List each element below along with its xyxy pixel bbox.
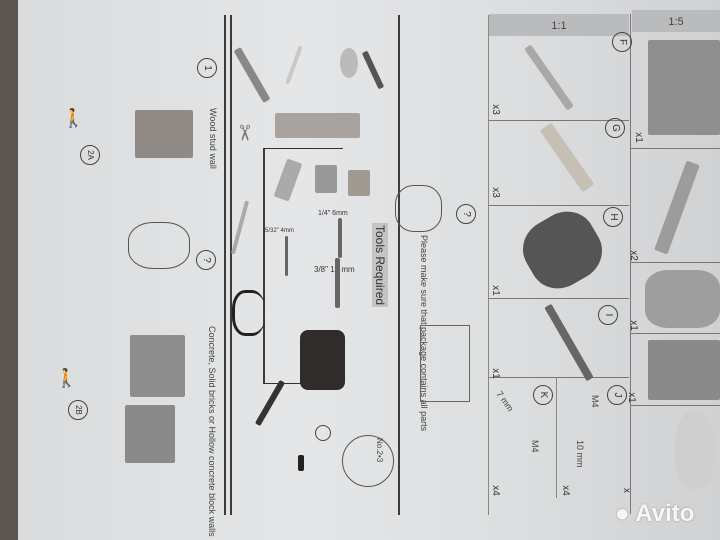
row-divider (489, 120, 629, 121)
power-drill-illustration (300, 330, 345, 390)
part-letter-k: K (533, 385, 553, 405)
brick-illustration (348, 170, 370, 196)
seat-part-illustration (648, 340, 720, 400)
divider (230, 15, 232, 515)
tools-required-title: Tools Required (372, 223, 388, 308)
part-qty: x1 (489, 368, 501, 379)
part-letter-i: I (598, 305, 618, 325)
question-mark: ? (196, 250, 216, 270)
bit-inch: 5/32" (265, 228, 279, 234)
drill-bit-illustration (335, 258, 340, 308)
bit-closeup (342, 435, 394, 487)
tools-box-border (263, 148, 343, 149)
drill-bit-2: 1/4" 6mm (318, 210, 348, 217)
part-letter-j: J (607, 385, 627, 405)
divider (488, 15, 489, 515)
scale-header-1-5: 1:5 (632, 10, 720, 32)
thinking-person-illustration (395, 185, 442, 232)
part-qty: x4 (489, 485, 501, 496)
part-letter-f: F (612, 32, 632, 52)
part-qty: x1 (489, 285, 501, 296)
scissors-icon: ✂ (232, 123, 258, 143)
package-box-illustration (420, 325, 470, 402)
part-note: 10 mm (575, 440, 585, 468)
divider (556, 378, 557, 498)
person-icon: 🚶 (55, 368, 78, 388)
magnifier-icon (315, 425, 331, 441)
tools-box-border (263, 148, 265, 384)
wood-wall-label: Wood stud wall (208, 108, 218, 169)
tools-box-border (263, 383, 333, 384)
part-qty: x3 (489, 104, 501, 115)
cover-part-illustration (675, 410, 715, 490)
hollow-block-illustration (130, 335, 185, 397)
screwdriver-size-label: No.2•3 (375, 438, 384, 463)
divider (630, 14, 631, 514)
row-divider (631, 333, 720, 334)
screwdriver-illustration (298, 455, 304, 471)
row-divider (489, 205, 629, 206)
bit-inch: 1/4" (318, 210, 331, 217)
part-qty: x (621, 488, 632, 493)
confused-person-illustration (128, 222, 190, 269)
part-qty: x1 (625, 392, 637, 403)
bit-mm: 6mm (332, 210, 348, 217)
frame-part-illustration (645, 270, 720, 328)
concrete-wall-label: Concrete, Solid bricks or Hollow concret… (207, 326, 217, 537)
part-note: M4 (530, 440, 540, 453)
drill-bit-illustration (338, 218, 342, 258)
watermark-text: Avito (635, 500, 695, 527)
avito-watermark: ● Avito (615, 500, 695, 527)
row-divider (489, 377, 629, 378)
wood-block-illustration (275, 113, 360, 138)
badge-2a: 2A (80, 145, 100, 165)
awl-illustration (340, 48, 358, 78)
person-icon: 🚶 (62, 108, 85, 128)
question-mark: ? (456, 204, 476, 224)
divider (398, 15, 400, 515)
row-divider (631, 262, 720, 263)
drill-bit-3: 3/8" 10 mm (314, 265, 355, 274)
divider (224, 15, 226, 515)
part-letter-h: H (603, 207, 623, 227)
drill-bit-illustration (285, 236, 288, 276)
step-number: 1 (197, 58, 217, 78)
part-qty: x1 (627, 320, 639, 331)
backrest-part-illustration (648, 40, 720, 135)
row-divider (631, 405, 720, 406)
drill-bit-1: 5/32" 4mm (265, 228, 294, 234)
bit-inch: 3/8" (314, 265, 328, 274)
scale-header-1-1: 1:1 (489, 14, 629, 36)
part-letter-g: G (605, 118, 625, 138)
bit-mm: 10 mm (330, 265, 355, 274)
row-divider (489, 298, 629, 299)
part-qty: x2 (627, 250, 639, 261)
check-parts-text: Please make sure that package contains a… (419, 235, 429, 432)
part-qty: x3 (489, 187, 501, 198)
brick-illustration (315, 165, 337, 193)
bit-mm: 4mm (280, 228, 294, 234)
wood-stud-illustration (135, 110, 193, 158)
part-note: M4 (590, 395, 600, 408)
solid-brick-illustration (125, 405, 175, 463)
badge-2b: 2B (68, 400, 88, 420)
part-qty: x1 (632, 132, 644, 143)
part-qty: x4 (559, 485, 571, 496)
row-divider (631, 148, 720, 149)
safety-glasses-illustration (232, 290, 265, 336)
